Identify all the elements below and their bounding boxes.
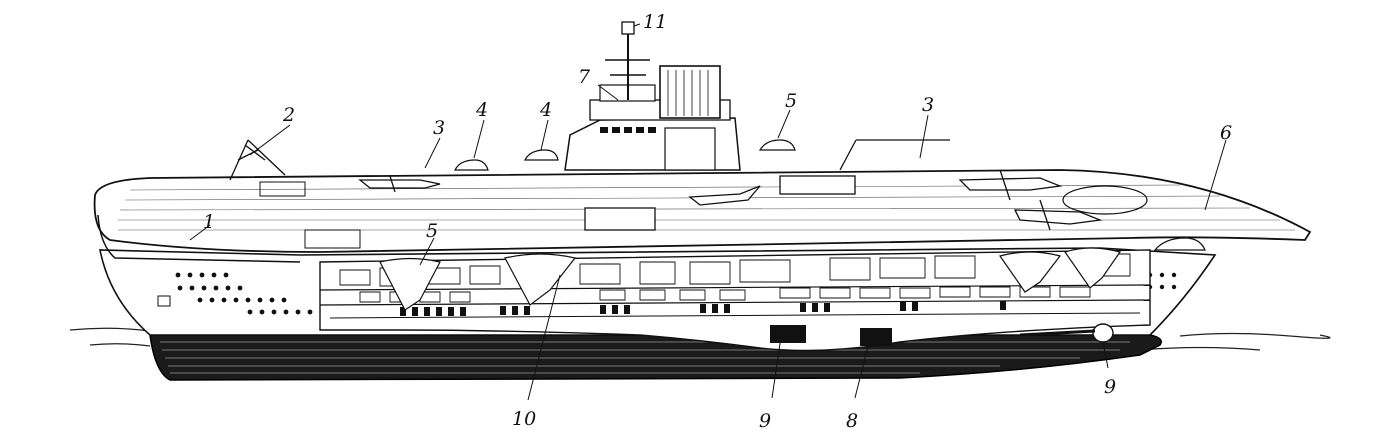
callout-7: 7 [578,66,591,88]
callout-2: 2 [283,104,296,126]
deck-turrets [454,139,1206,251]
callout-8: 8 [846,410,859,432]
cranes-and-aircraft [229,139,1103,231]
callout-5b: 5 [785,90,798,112]
callout-3b: 3 [922,94,935,116]
callout-9b: 9 [1104,376,1117,398]
callout-11: 11 [643,11,668,33]
callout-6: 6 [1220,122,1233,144]
island-superstructure [564,21,741,171]
callout-1: 1 [203,211,216,233]
callout-5a: 5 [426,220,439,242]
leader-lines [189,23,1227,401]
lower-hull [149,334,1162,381]
callout-10: 10 [512,408,537,430]
cutaway-interior [319,247,1151,352]
callout-3: 3 [433,117,446,139]
callout-4b: 4 [540,99,553,121]
callout-4a: 4 [476,99,489,121]
flight-deck [93,169,1312,263]
callout-9a: 9 [759,410,772,432]
